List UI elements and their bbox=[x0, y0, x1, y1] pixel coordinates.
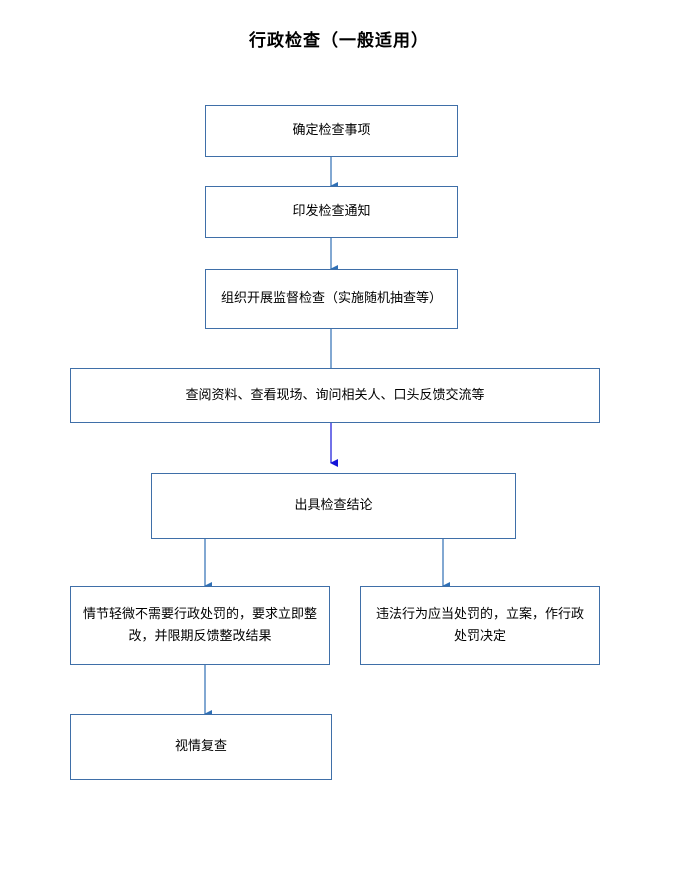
branch-minor-case-label: 情节轻微不需要行政处罚的，要求立即整改，并限期反馈整改结果 bbox=[83, 606, 318, 644]
step-review-label: 视情复查 bbox=[174, 739, 227, 754]
step-issue-conclusion-label: 出具检查结论 bbox=[294, 498, 373, 513]
step-organize-inspection: 组织开展监督检查（实施随机抽查等） bbox=[205, 269, 458, 329]
step-inspection-methods-label: 查阅资料、查看现场、询问相关人、口头反馈交流等 bbox=[185, 387, 485, 403]
step-confirm-items: 确定检查事项 bbox=[205, 105, 458, 157]
branch-minor-case: 情节轻微不需要行政处罚的，要求立即整改，并限期反馈整改结果 bbox=[70, 586, 330, 665]
branch-violation-case: 违法行为应当处罚的，立案，作行政处罚决定 bbox=[360, 586, 600, 665]
step-issue-notice-label: 印发检查通知 bbox=[292, 204, 371, 219]
step-issue-notice: 印发检查通知 bbox=[205, 186, 458, 238]
step-review: 视情复查 bbox=[70, 714, 332, 780]
step-confirm-items-label: 确定检查事项 bbox=[292, 123, 371, 138]
step-inspection-methods: 查阅资料、查看现场、询问相关人、口头反馈交流等 bbox=[70, 368, 600, 423]
page-title: 行政检查（一般适用） bbox=[249, 31, 429, 51]
step-organize-inspection-label: 组织开展监督检查（实施随机抽查等） bbox=[220, 291, 442, 306]
branch-violation-case-label: 违法行为应当处罚的，立案，作行政处罚决定 bbox=[375, 606, 584, 644]
step-issue-conclusion: 出具检查结论 bbox=[151, 473, 516, 539]
